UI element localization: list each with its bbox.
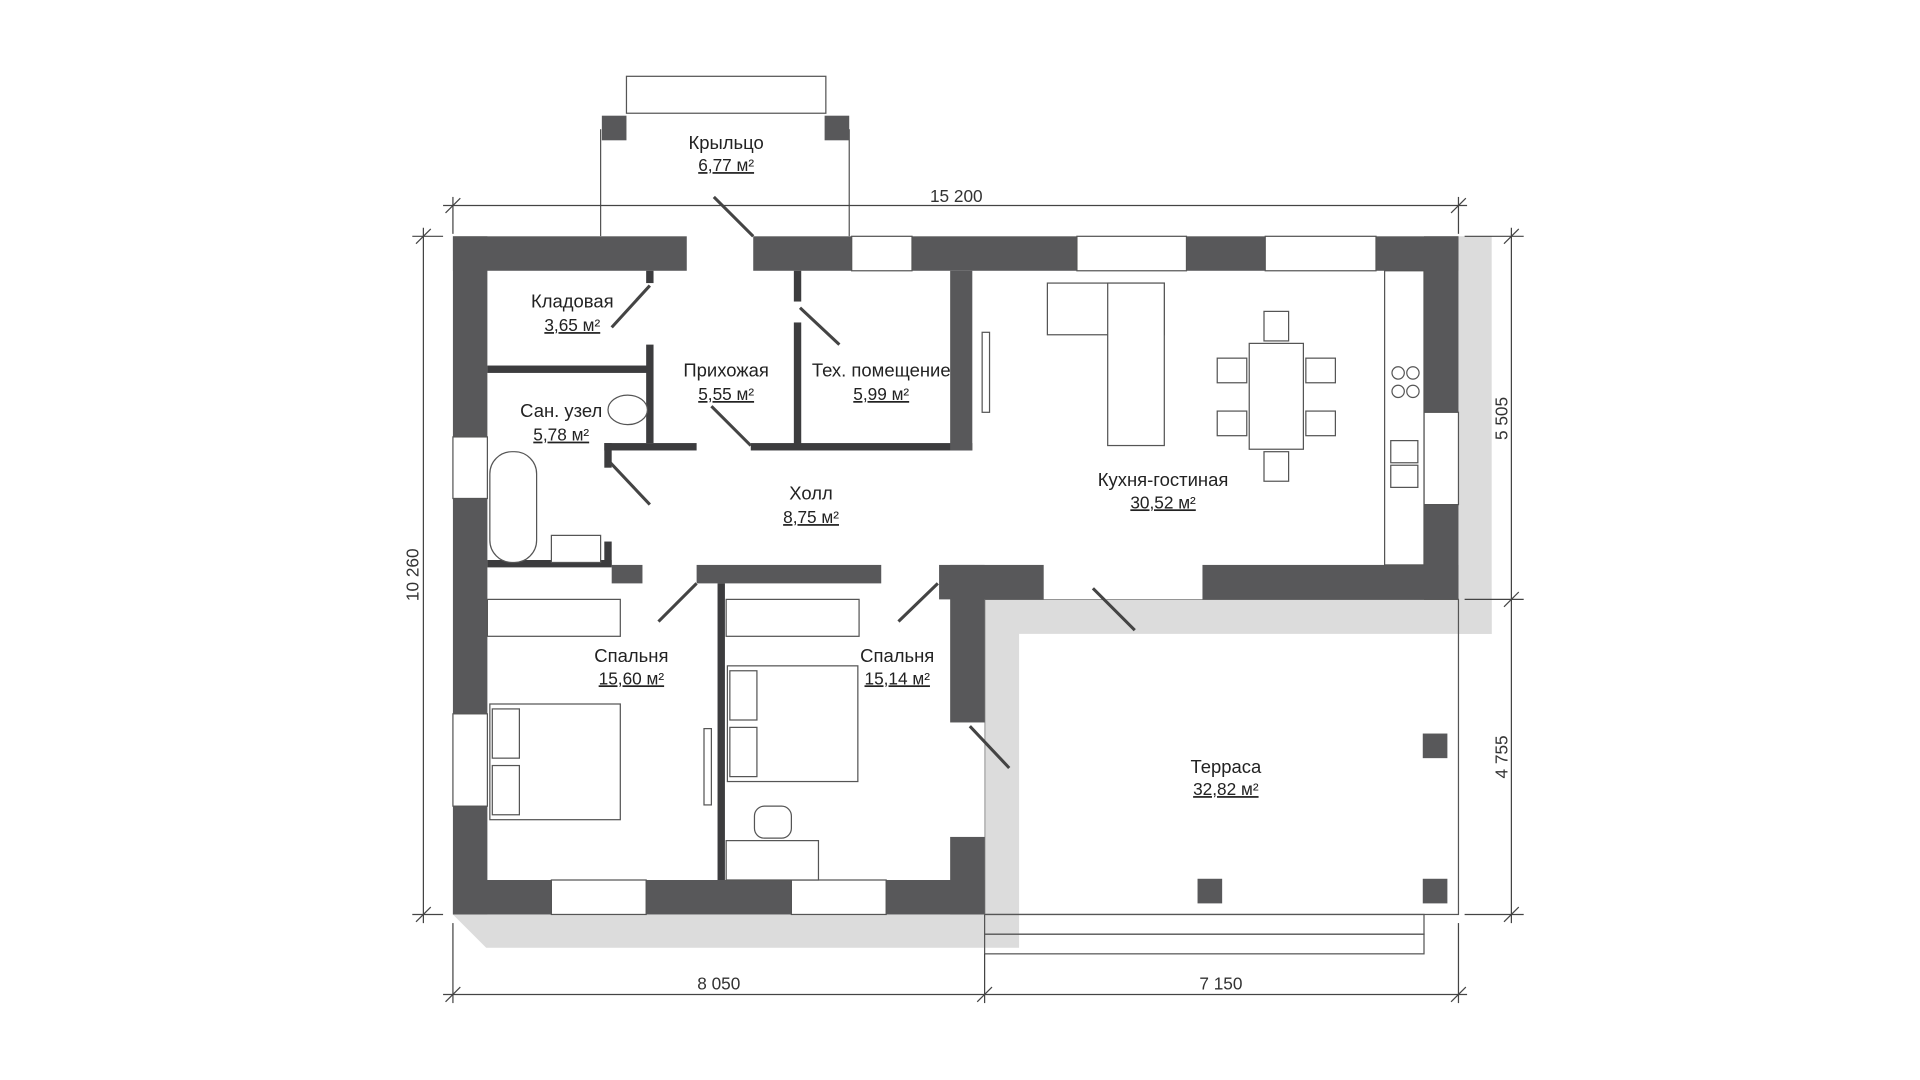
room-name: Холл [789, 483, 833, 504]
room-name: Сан. узел [520, 400, 602, 421]
room-area: 32,82 м² [1193, 779, 1259, 799]
porch-column [601, 115, 627, 141]
room-name: Тех. помещение [812, 360, 951, 381]
dimension-total-height: 10 260 [402, 548, 422, 601]
dimension-bottom-right: 7 150 [1199, 974, 1242, 994]
dimension-right-lower: 4 755 [1492, 735, 1512, 778]
room-name: Кухня-гостиная [1098, 469, 1229, 490]
terrace-column [1422, 733, 1448, 759]
bathtub [489, 451, 538, 564]
terrace-column [1422, 878, 1448, 904]
doors [609, 195, 1136, 770]
chair [753, 805, 793, 839]
room-labels: Крыльцо 6,77 м² Кладовая 3,65 м² Прихожа… [520, 132, 1262, 799]
room-name: Кладовая [531, 291, 614, 312]
room-area: 3,65 м² [544, 315, 600, 335]
room-name: Крыльцо [689, 132, 764, 153]
room-area: 5,99 м² [853, 384, 909, 404]
dimension-right-upper: 5 505 [1492, 397, 1512, 440]
building-shadow [452, 236, 1492, 948]
porch-column [824, 115, 850, 141]
dimension-bottom-left: 8 050 [697, 974, 740, 994]
dimension-total-width: 15 200 [930, 186, 983, 206]
room-name: Спальня [860, 645, 934, 666]
furniture [486, 270, 1425, 881]
tv [981, 331, 991, 413]
wardrobe [725, 598, 860, 637]
room-area: 5,55 м² [698, 384, 754, 404]
wardrobe [486, 598, 621, 637]
room-area: 15,60 м² [599, 668, 665, 688]
room-area: 8,75 м² [783, 507, 839, 527]
room-area: 5,78 м² [533, 425, 589, 445]
room-area: 6,77 м² [698, 155, 754, 175]
dining-table [1248, 342, 1304, 450]
room-name: Спальня [594, 645, 668, 666]
sink [550, 534, 602, 564]
tv [703, 728, 712, 806]
room-name: Терраса [1190, 756, 1262, 777]
room-area: 30,52 м² [1130, 492, 1196, 512]
desk [725, 840, 820, 881]
terrace-column [1197, 878, 1223, 904]
interior-walls [487, 270, 973, 880]
dimension-lines [412, 196, 1524, 1004]
sofa [1107, 282, 1165, 447]
kitchen-counter [1384, 270, 1425, 566]
room-name: Прихожая [683, 360, 769, 381]
room-area: 15,14 м² [865, 668, 931, 688]
toilet [607, 394, 648, 426]
outer-walls [452, 236, 1459, 915]
porch [600, 75, 850, 237]
